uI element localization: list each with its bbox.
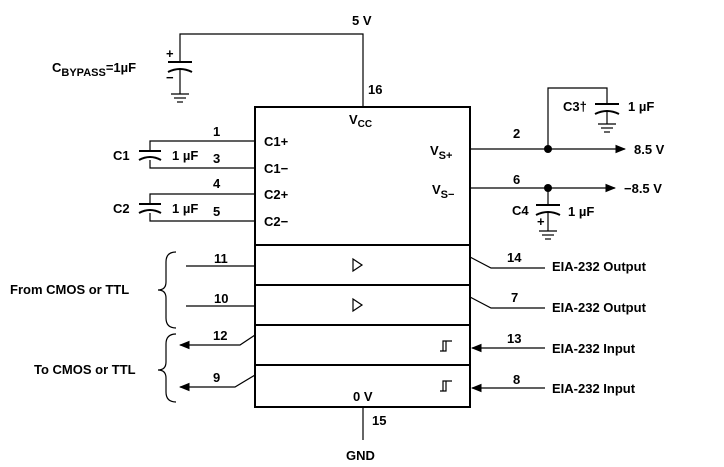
driver2-in-pin: 10: [214, 291, 228, 306]
c3-value: 1 µF: [628, 99, 654, 114]
bypass-ground-icon: [171, 93, 189, 103]
driver1-out-label: EIA-232 Output: [552, 259, 647, 274]
c3-wire: [547, 87, 608, 149]
c2-plus-label: C2+: [264, 187, 289, 202]
c4-plus: +: [537, 214, 545, 229]
driver1-out-pin: 14: [507, 250, 522, 265]
vcc-label: VCC: [349, 112, 372, 130]
driver1-buffer-icon: [352, 257, 364, 273]
c1-pin-top: 1: [213, 124, 220, 139]
driver2-out-wire: [469, 296, 545, 309]
c1-plate-bottom: [138, 156, 162, 161]
vcc-voltage: 5 V: [352, 13, 372, 28]
vs-plus-label: VS+: [430, 143, 452, 162]
bypass-minus: −: [166, 70, 174, 85]
receiver-group-label: To CMOS or TTL: [34, 362, 136, 377]
ground-name: GND: [346, 448, 375, 463]
c1-pin-bottom: 3: [213, 151, 220, 166]
ground-label: 0 V: [353, 389, 373, 404]
receiver-group-brace: [157, 333, 177, 403]
vs-minus-pin: 6: [513, 172, 520, 187]
c3-ground-icon: [598, 123, 616, 133]
c1-name: C1: [113, 148, 130, 163]
receiver1-out-pin: 12: [213, 328, 227, 343]
c2-plate-bottom: [138, 209, 162, 214]
c3-name: C3†: [563, 99, 587, 114]
driver1-out-wire: [469, 256, 545, 269]
receiver1-out-wire: [178, 334, 256, 350]
vs-plus-voltage: 8.5 V: [634, 142, 665, 157]
receiver1-in-label: EIA-232 Input: [552, 341, 636, 356]
receiver2-in-label: EIA-232 Input: [552, 381, 636, 396]
receiver2-out-pin: 9: [213, 370, 220, 385]
c1-wire-bottom: [149, 160, 255, 169]
c1-minus-label: C1−: [264, 161, 289, 176]
receiver1-in-pin: 13: [507, 331, 521, 346]
c1-plus-label: C1+: [264, 134, 289, 149]
c4-ground-icon: [539, 230, 557, 240]
receiver2-out-wire: [178, 374, 256, 392]
driver1-in-pin: 11: [214, 251, 228, 266]
driver-group-label: From CMOS or TTL: [10, 282, 129, 297]
receiver2-in-pin: 8: [513, 372, 520, 387]
bypass-plus: +: [166, 46, 174, 61]
vcc-pin: 16: [368, 82, 382, 97]
c4-name: C4: [512, 203, 529, 218]
driver2-buffer-icon: [352, 297, 364, 313]
vs-plus-pin: 2: [513, 126, 520, 141]
c2-pin-top: 4: [213, 176, 221, 191]
bypass-label: CBYPASS=1µF: [52, 60, 136, 79]
driver2-out-label: EIA-232 Output: [552, 300, 647, 315]
vs-minus-label: VS−: [432, 182, 454, 201]
c2-wire-top: [149, 193, 255, 203]
c2-wire-bottom: [149, 213, 255, 222]
receiver1-schmitt-icon: [440, 340, 452, 352]
c2-pin-bottom: 5: [213, 204, 220, 219]
c4-value: 1 µF: [568, 204, 594, 219]
ground-pin: 15: [372, 413, 386, 428]
c2-value: 1 µF: [172, 201, 198, 216]
vs-minus-voltage: −8.5 V: [624, 181, 662, 196]
c2-minus-label: C2−: [264, 214, 289, 229]
c1-wire-top: [149, 140, 255, 150]
driver-group-brace: [157, 251, 177, 329]
c2-name: C2: [113, 201, 130, 216]
receiver2-schmitt-icon: [440, 380, 452, 392]
driver2-out-pin: 7: [511, 290, 518, 305]
vcc-wire: [179, 33, 364, 107]
c1-value: 1 µF: [172, 148, 198, 163]
